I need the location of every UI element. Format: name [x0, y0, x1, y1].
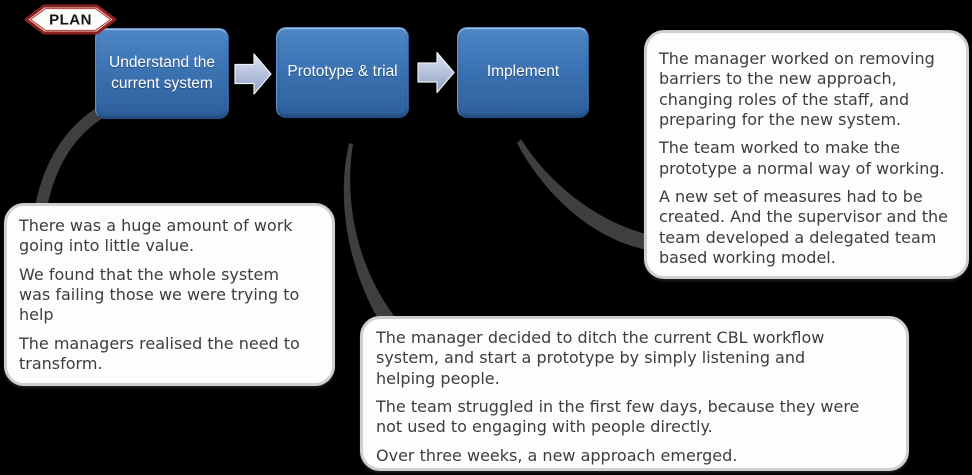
- flow-step-prototype: Prototype & trial: [276, 27, 409, 118]
- callout-paragraph: There was a huge amount of work going in…: [19, 216, 293, 256]
- callout-paragraph: A new set of measures had to be created.…: [659, 186, 948, 267]
- callout-paragraph: The team struggled in the first few days…: [376, 396, 860, 437]
- plan-badge-label: PLAN: [49, 12, 92, 29]
- flow-step-implement: Implement: [457, 27, 589, 118]
- callout-paragraph: The manager worked on removing barriers …: [659, 49, 935, 129]
- arrow-right-icon: [234, 53, 272, 95]
- callout-understand-notes: There was a huge amount of work going in…: [4, 203, 335, 386]
- flow-step-understand: Understand the current system: [95, 28, 229, 119]
- connector-line-implement-to-right-callout: [517, 139, 648, 250]
- connector-line-understand-to-left-callout: [35, 108, 104, 213]
- callout-paragraph: The managers realised the need to transf…: [19, 333, 300, 373]
- callout-paragraph: We found that the whole system was faili…: [19, 264, 300, 325]
- flow-step-label: Understand the current system: [109, 53, 215, 92]
- plan-badge: PLAN: [24, 4, 117, 35]
- callout-paragraph: Over three weeks, a new approach emerged…: [376, 445, 738, 465]
- connector-line-prototype-to-bottom-callout: [343, 143, 394, 319]
- plan-badge-shape: [24, 4, 117, 35]
- arrow-right-icon: [417, 51, 455, 94]
- flow-step-label: Prototype & trial: [287, 63, 398, 81]
- plan-badge-inner-border: [29, 7, 112, 32]
- callout-prototype-notes: The manager decided to ditch the current…: [360, 316, 909, 471]
- flow-step-label: Implement: [486, 63, 560, 81]
- callout-paragraph: The manager decided to ditch the current…: [376, 328, 825, 388]
- callout-paragraph: The team worked to make the prototype a …: [659, 138, 945, 178]
- callout-implement-notes: The manager worked on removing barriers …: [644, 30, 969, 279]
